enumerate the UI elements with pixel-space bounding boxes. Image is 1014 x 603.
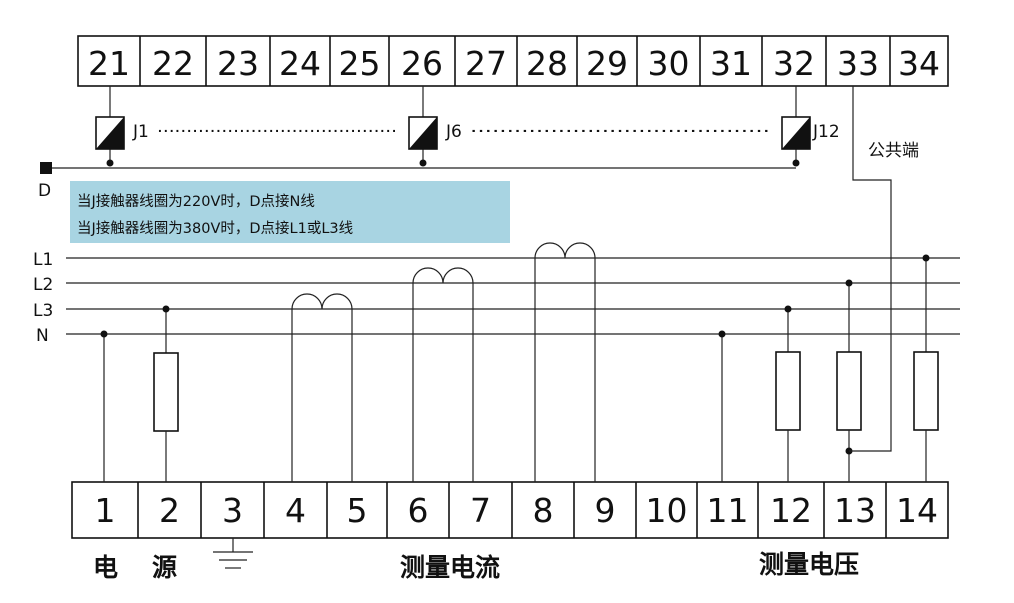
bottom-terminal-3: 3 [222,491,243,530]
relay-j1-symbol [95,116,125,167]
note-box [70,181,510,243]
bottom-terminal-9: 9 [595,491,616,530]
top-terminal-27: 27 [465,44,507,83]
phase-label-l2: L2 [33,275,53,295]
top-strip-frame [77,35,949,87]
relay-j1-dots: ········································… [157,122,397,142]
top-terminal-26: 26 [401,44,443,83]
voltage-measurement-label: 测量电压 [759,550,859,579]
phase-label-l3: L3 [33,301,53,321]
bottom-terminal-2: 2 [159,491,180,530]
note-line-2: 当J接触器线圈为380V时，D点接L1或L3线 [77,220,353,237]
current-transformer-l2 [412,267,474,482]
top-terminal-30: 30 [648,44,690,83]
bottom-terminal-14: 14 [896,491,938,530]
bottom-terminal-10: 10 [646,491,688,530]
voltage-measurement-wiring [718,254,939,482]
common-return-wire [849,86,892,452]
top-terminal-33: 33 [837,44,879,83]
voltage-fuse-l2 [836,351,862,431]
relay-j6-label: J6 [445,122,462,142]
relay-j1-label: J1 [132,122,149,142]
d-point-terminal [40,162,52,174]
bottom-terminal-12: 12 [770,491,812,530]
power-label-1: 电 [93,553,118,582]
common-terminal-label: 公共端 [868,141,919,161]
current-measurement-label: 测量电流 [400,553,500,582]
current-transformer-l3 [291,293,353,482]
note-line-1: 当J接触器线圈为220V时，D点接N线 [77,193,315,210]
bottom-terminal-4: 4 [285,491,306,530]
phase-lines [66,257,960,335]
top-terminal-31: 31 [710,44,752,83]
top-terminal-29: 29 [586,44,628,83]
power-fuse [153,352,179,432]
bottom-terminal-8: 8 [533,491,554,530]
relay-wiring [46,86,797,169]
relay-j6-symbol [408,116,438,167]
relay-j6-dots: ········································… [470,122,770,142]
power-supply-wiring [100,305,179,482]
power-label-2: 源 [152,553,177,582]
bottom-terminal-7: 7 [470,491,491,530]
neutral-label: N [36,326,49,346]
voltage-fuse-l1 [913,351,939,431]
bottom-strip-frame [71,481,949,539]
bottom-terminal-6: 6 [408,491,429,530]
current-transformer-l1 [534,242,596,482]
phase-label-l1: L1 [33,250,53,270]
bottom-terminal-13: 13 [834,491,876,530]
relay-j12-label: J12 [812,122,840,142]
d-point-label: D [38,181,51,201]
top-terminal-32: 32 [773,44,815,83]
voltage-fuse-l3 [775,351,801,431]
top-terminal-22: 22 [152,44,194,83]
top-terminal-24: 24 [279,44,321,83]
bottom-terminal-5: 5 [347,491,368,530]
bottom-terminal-11: 11 [707,491,749,530]
relay-j12-symbol [781,116,811,167]
top-terminal-34: 34 [898,44,940,83]
top-terminal-strip: 21 22 23 24 25 26 27 28 29 30 31 32 33 34 [77,35,949,87]
top-terminal-25: 25 [339,44,381,83]
top-terminal-23: 23 [217,44,259,83]
top-terminal-28: 28 [526,44,568,83]
ground-icon [213,538,253,569]
bottom-terminal-1: 1 [95,491,116,530]
top-terminal-21: 21 [88,44,130,83]
